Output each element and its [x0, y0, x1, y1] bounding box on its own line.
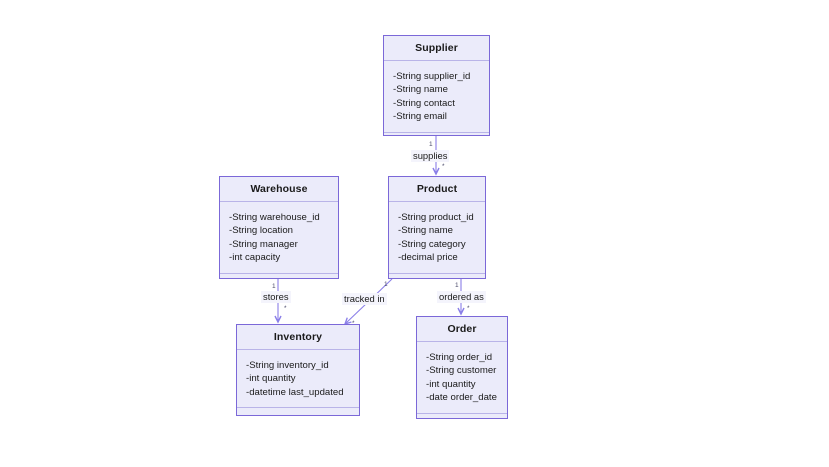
- class-title-order: Order: [417, 317, 507, 342]
- multiplicity-stores-target: *: [284, 305, 287, 312]
- class-attributes-order: -String order_id -String customer -int q…: [417, 342, 507, 414]
- class-attribute: -String warehouse_id: [229, 212, 320, 223]
- class-box-order[interactable]: Order -String order_id -String customer …: [416, 316, 508, 419]
- multiplicity-tracked-in-source: 1: [384, 281, 388, 288]
- edge-label-tracked-in: tracked in: [342, 293, 387, 305]
- class-attribute: -String contact: [393, 97, 455, 109]
- class-attribute: -datetime last_updated: [246, 386, 344, 398]
- class-attributes-product: -String product_id -String name -String …: [389, 202, 485, 274]
- class-attribute: -String supplier_id: [393, 71, 471, 82]
- class-attribute: -String product_id: [398, 212, 474, 223]
- class-attribute: -String manager: [229, 238, 298, 250]
- multiplicity-supplies-source: 1: [429, 141, 433, 148]
- class-methods-order: [417, 414, 507, 418]
- class-attributes-inventory: -String inventory_id -int quantity -date…: [237, 350, 359, 409]
- class-attribute: -decimal price: [398, 252, 458, 264]
- class-attribute: -String name: [393, 84, 448, 96]
- class-attribute: -String customer: [426, 365, 497, 377]
- class-attribute: -int quantity: [426, 378, 476, 390]
- class-box-product[interactable]: Product -String product_id -String name …: [388, 176, 486, 279]
- class-title-inventory: Inventory: [237, 325, 359, 350]
- class-methods-inventory: [237, 408, 359, 415]
- class-title-warehouse: Warehouse: [220, 177, 338, 202]
- class-attribute: -String name: [398, 225, 453, 237]
- class-attribute: -String location: [229, 225, 293, 237]
- class-methods-warehouse: [220, 274, 338, 278]
- class-attribute: -String order_id: [426, 352, 493, 363]
- class-title-supplier: Supplier: [384, 36, 489, 61]
- class-attribute: -int quantity: [246, 373, 296, 385]
- class-title-product: Product: [389, 177, 485, 202]
- class-methods-supplier: [384, 133, 489, 135]
- class-attributes-warehouse: -String warehouse_id -String location -S…: [220, 202, 338, 274]
- multiplicity-tracked-in-target: *: [352, 320, 355, 327]
- edge-label-ordered-as: ordered as: [437, 291, 486, 303]
- class-attributes-supplier: -String supplier_id -String name -String…: [384, 61, 489, 133]
- class-attribute: -date order_date: [426, 392, 497, 404]
- class-attribute: -String category: [398, 238, 466, 250]
- edge-label-stores: stores: [261, 291, 291, 303]
- class-attribute: -String inventory_id: [246, 360, 329, 371]
- class-methods-product: [389, 274, 485, 278]
- multiplicity-ordered-as-source: 1: [455, 282, 459, 289]
- edge-label-supplies: supplies: [411, 150, 450, 162]
- multiplicity-ordered-as-target: *: [467, 305, 470, 312]
- class-box-supplier[interactable]: Supplier -String supplier_id -String nam…: [383, 35, 490, 136]
- class-box-warehouse[interactable]: Warehouse -String warehouse_id -String l…: [219, 176, 339, 279]
- class-attribute: -String email: [393, 111, 447, 123]
- multiplicity-stores-source: 1: [272, 283, 276, 290]
- class-box-inventory[interactable]: Inventory -String inventory_id -int quan…: [236, 324, 360, 416]
- multiplicity-supplies-target: *: [442, 163, 445, 170]
- class-attribute: -int capacity: [229, 252, 281, 264]
